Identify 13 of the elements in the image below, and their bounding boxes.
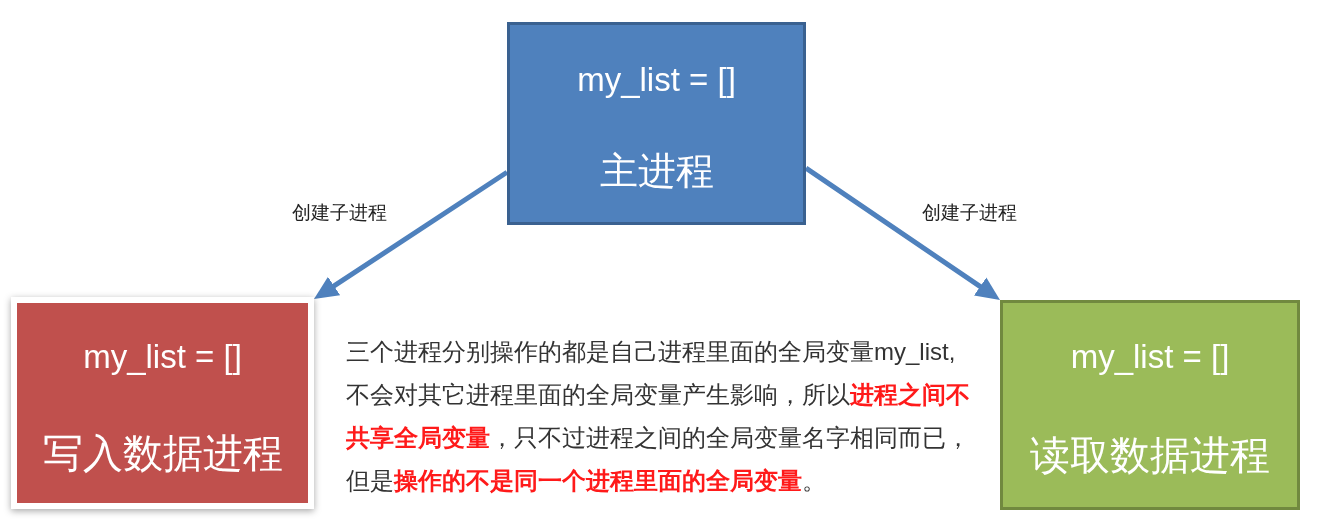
arrow bbox=[312, 170, 509, 302]
process-box bbox=[1000, 300, 1300, 510]
edge-label: 创建子进程 bbox=[919, 201, 1019, 225]
process-title: 主进程 bbox=[599, 150, 714, 194]
code-text: my_list = [] bbox=[577, 61, 736, 99]
code-text: my_list = [] bbox=[1070, 338, 1230, 376]
code-text: my_list = [] bbox=[83, 338, 242, 376]
process-title: 读取数据进程 bbox=[1030, 432, 1270, 478]
process-title: 写入数据进程 bbox=[42, 430, 283, 476]
process-box bbox=[507, 22, 806, 225]
description-text: 三个进程分别操作的都是自己进程里面的全局变量my_list,不会对其它进程里面的全局变量产生影响，所以进程之间不共享全局变量，只不过进程之间的全局变量名字相同而已，但是操作的不是同一个进程里面的全局变量。 bbox=[346, 337, 971, 496]
arrow bbox=[804, 166, 1002, 303]
edge-label: 创建子进程 bbox=[289, 201, 389, 225]
